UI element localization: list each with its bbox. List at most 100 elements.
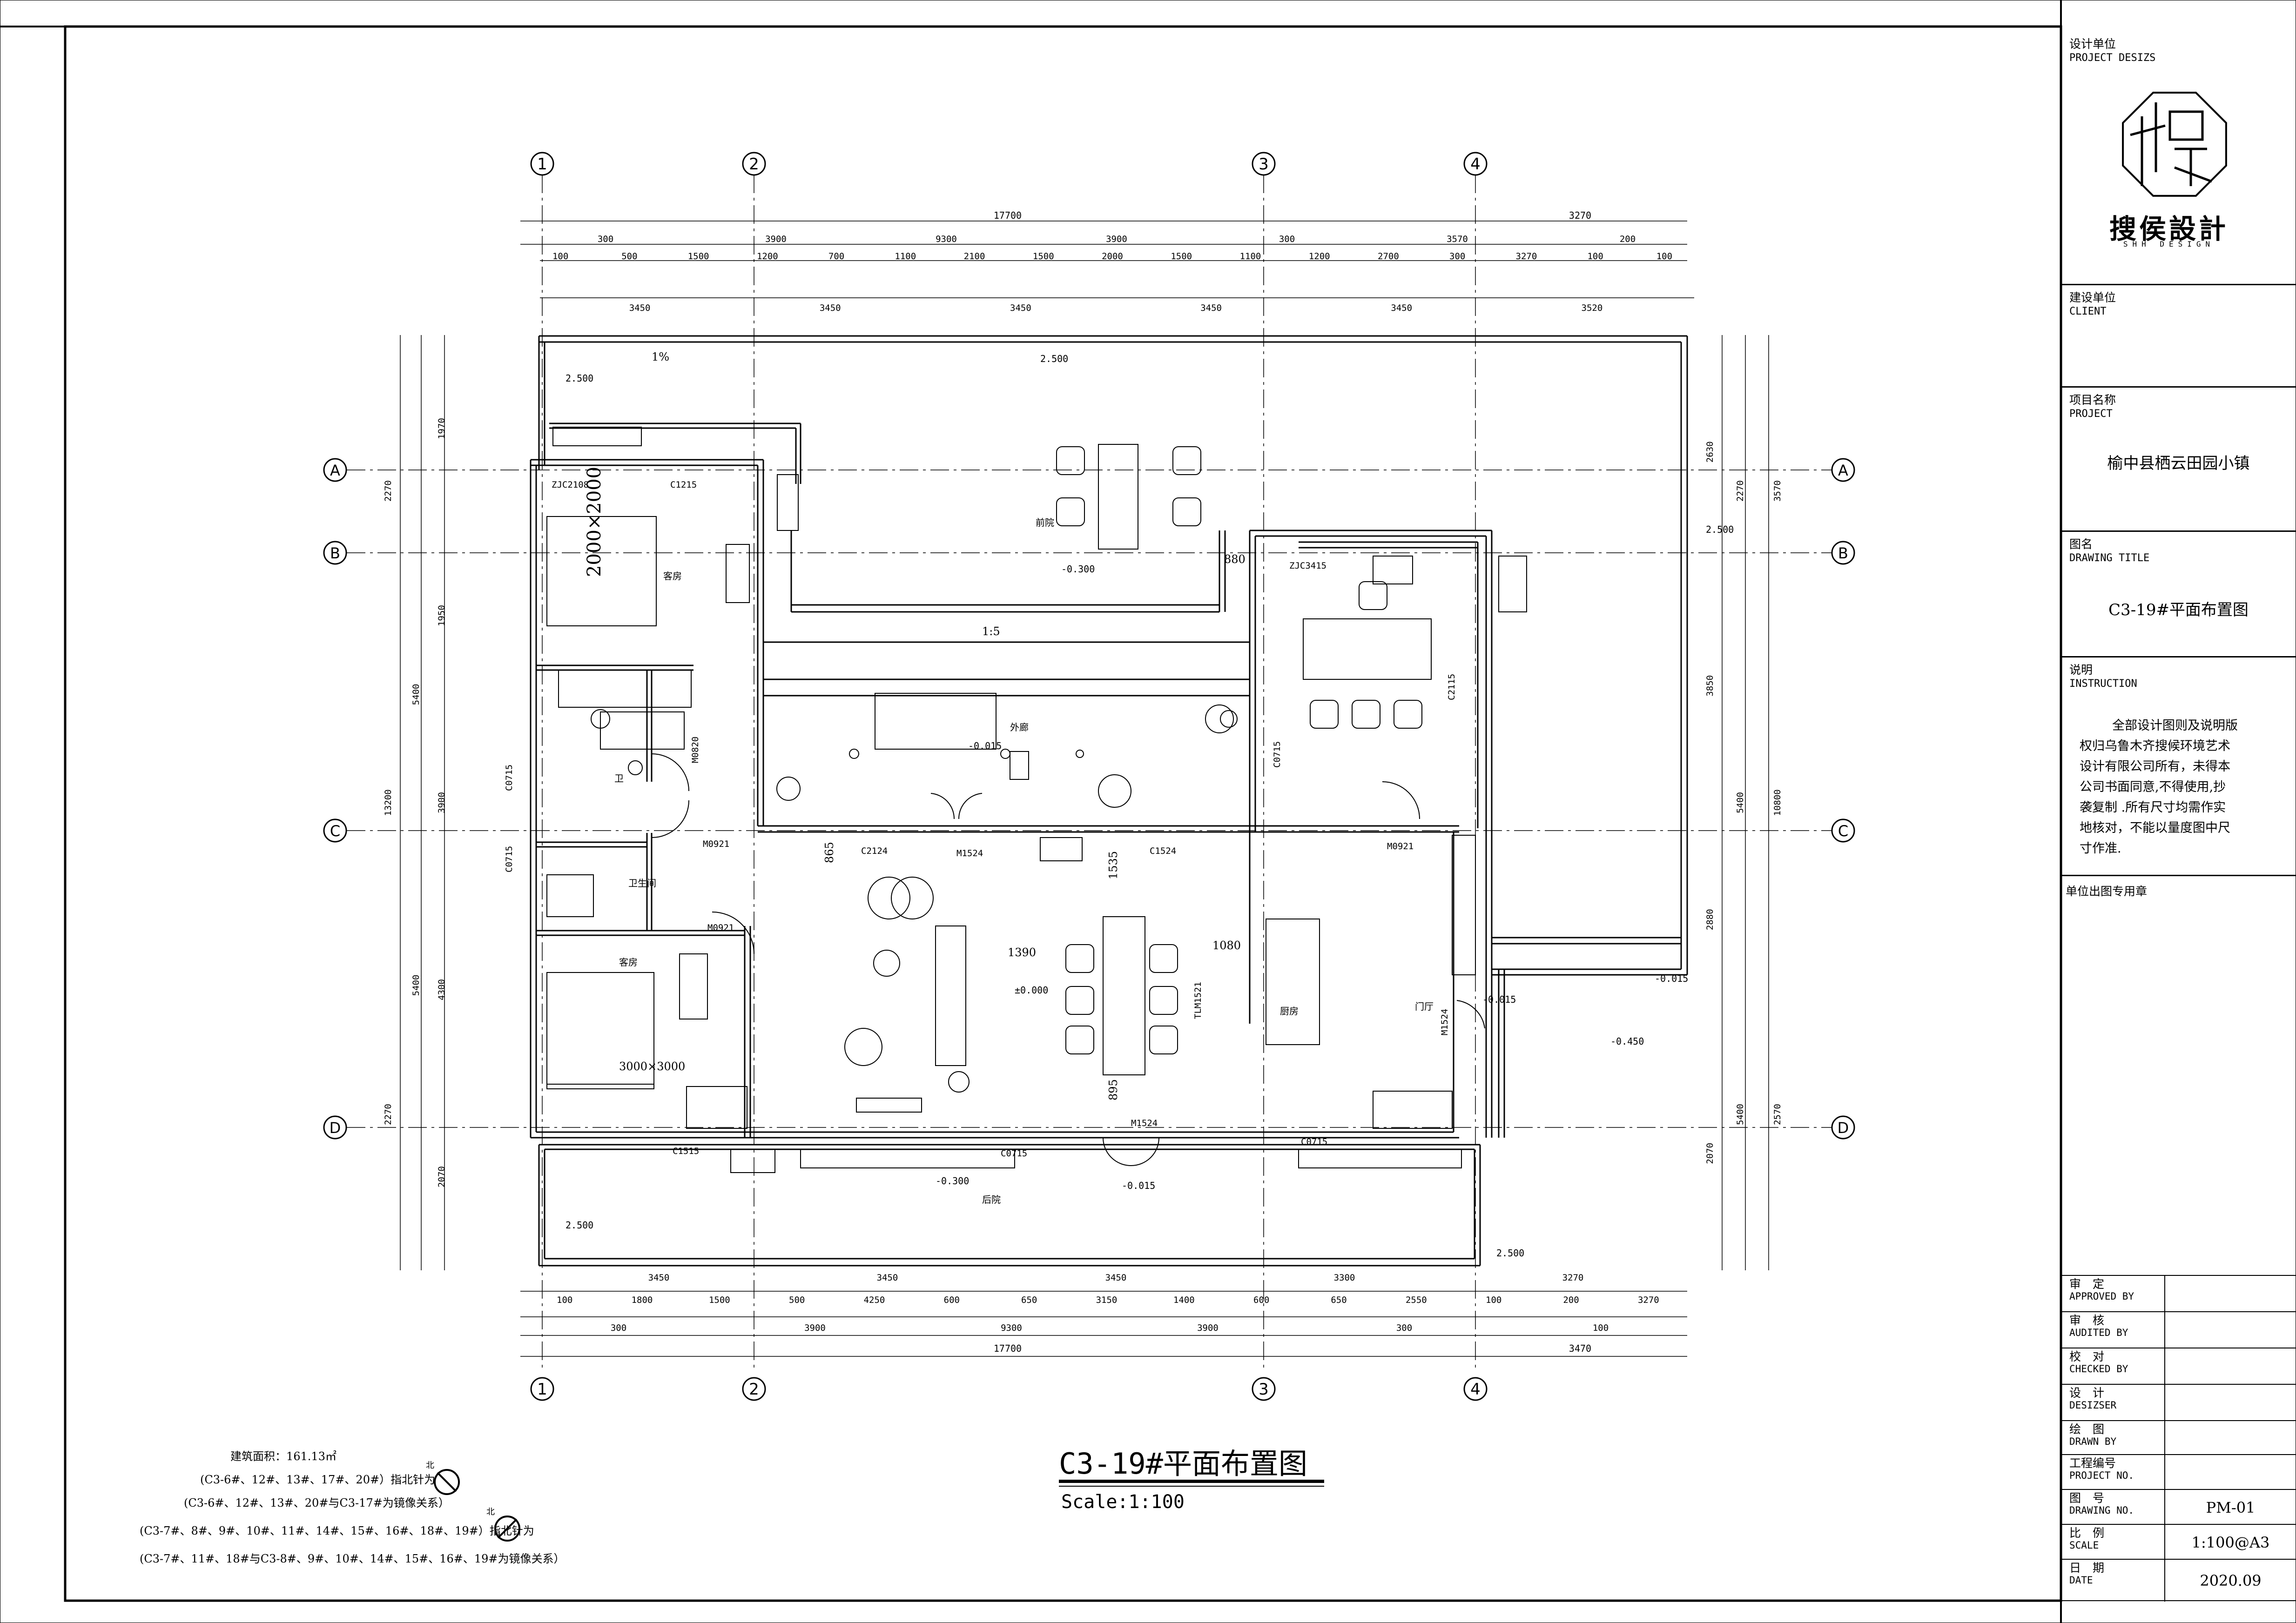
annotation: 1% — [652, 350, 669, 363]
project-cn: 项目名称 — [2069, 393, 2116, 407]
grid-bubble-col — [530, 1377, 554, 1401]
dim-left-inner: 1950 — [437, 605, 447, 626]
dim-right-mid: 2270 — [1735, 480, 1745, 502]
dim-top-row2: 300 — [598, 234, 613, 244]
dim-top-row2: 3900 — [1106, 234, 1127, 244]
fixture-circle — [849, 749, 859, 759]
dim-right-inner: 2880 — [1705, 909, 1715, 930]
note-line: (C3-7#、11#、18#与C3-8#、9#、10#、14#、15#、16#、… — [140, 1552, 565, 1565]
grid-label-row: A — [330, 462, 340, 479]
dim-top-row3: 1500 — [1171, 251, 1192, 262]
chair — [1359, 581, 1387, 610]
stamp-label: 单位出图专用章 — [2066, 885, 2148, 898]
row-value: 1:100@A3 — [2164, 1525, 2296, 1560]
elevation-label: ±0.000 — [1015, 985, 1048, 996]
furniture-block — [875, 693, 997, 750]
door-window-tag: C2115 — [1447, 674, 1457, 700]
dim-top-row3: 2000 — [1102, 251, 1123, 262]
fixture-circle — [776, 777, 801, 801]
room-label: 外廊 — [1010, 722, 1029, 733]
logo-text: 搜侯設計 — [2109, 213, 2229, 245]
dim-right-outer: 2570 — [1772, 1104, 1783, 1125]
grid-label-col: 2 — [749, 1380, 759, 1399]
chair — [1149, 944, 1178, 973]
dim-left-mid: 5400 — [411, 684, 421, 705]
door-swing — [651, 800, 689, 838]
door-window-tag: C0715 — [504, 765, 514, 791]
dim-top-row3: 1500 — [688, 251, 709, 262]
note-line: (C3-6#、12#、13#、17#、20#）指北针为 — [200, 1473, 436, 1486]
title-block-project: 项目名称 PROJECT 榆中县栖云田园小镇 — [2061, 386, 2296, 532]
scale-label: Scale:1:100 — [1061, 1491, 1185, 1513]
furniture-block — [1373, 1091, 1453, 1129]
room-label: 客房 — [619, 957, 638, 968]
furniture-block — [1098, 444, 1138, 550]
dim-right-mid: 5400 — [1735, 1104, 1745, 1125]
furniture-block — [1498, 556, 1527, 612]
row-label-en: AUDITED BY — [2069, 1327, 2128, 1338]
north-label: 北 — [486, 1507, 495, 1517]
dim-top-total: 17700 — [994, 210, 1022, 221]
instruction-text: 全部设计图则及说明版权归乌鲁木齐搜候环境艺术设计有限公司所有，未得本公司书面同意… — [2080, 716, 2287, 859]
dim-bottom-row2: 500 — [789, 1295, 805, 1305]
annotation: 880 — [1224, 553, 1246, 566]
room-label: 前院 — [1036, 517, 1054, 528]
annotation: 1535 — [1107, 851, 1120, 879]
grid-label-row: A — [1838, 462, 1848, 479]
door-window-tag: M0921 — [707, 923, 734, 933]
dim-top-row3: 3270 — [1516, 251, 1537, 262]
fixture-circle — [948, 1071, 970, 1093]
room-label: 厨房 — [1280, 1006, 1299, 1017]
door-window-tag: C0715 — [504, 846, 514, 872]
door-swing — [1103, 1137, 1131, 1166]
dim-bottom-row1: 3300 — [1334, 1273, 1355, 1283]
title-block-instruction: 说明 INSTRUCTION 全部设计图则及说明版权归乌鲁木齐搜候环境艺术设计有… — [2061, 656, 2296, 876]
dim-top-row3: 2700 — [1378, 251, 1399, 262]
dim-bottom-row2: 1800 — [632, 1295, 653, 1305]
chair — [1065, 944, 1094, 973]
row-label-en: SCALE — [2069, 1540, 2099, 1551]
dim-bottom-right-total: 3470 — [1569, 1343, 1591, 1354]
door-window-tag: C1215 — [670, 480, 697, 490]
title-block-stamp: 单位出图专用章 — [2061, 875, 2296, 1276]
elevation-label: -0.300 — [936, 1175, 969, 1187]
dim-bottom-row2: 100 — [557, 1295, 572, 1305]
grid-label-row: C — [1838, 822, 1848, 840]
fixture-circle — [873, 950, 900, 977]
room-label: 门厅 — [1415, 1001, 1434, 1012]
project-en: PROJECT — [2069, 408, 2113, 420]
door-window-tag: C0715 — [1001, 1148, 1027, 1159]
note-line: (C3-7#、8#、9#、10#、11#、14#、15#、16#、18#、19#… — [140, 1524, 534, 1537]
annotation: 895 — [1107, 1079, 1120, 1100]
row-value — [2164, 1312, 2296, 1348]
elevation-label: -0.300 — [1061, 563, 1095, 575]
fixture-circle — [1000, 749, 1010, 759]
north-arrow-needle — [437, 1472, 457, 1492]
chair — [1352, 700, 1380, 729]
dim-bottom-row2: 3270 — [1638, 1295, 1659, 1305]
bed — [546, 516, 657, 626]
grid-bubble-row — [323, 818, 347, 843]
row-label-cn: 比 例 — [2069, 1526, 2105, 1540]
door-swing — [1131, 1137, 1159, 1166]
dim-top-row3: 1500 — [1033, 251, 1054, 262]
chair — [1056, 446, 1085, 475]
row-label-en: DESIZSER — [2069, 1400, 2117, 1411]
annotation: 2000×2000 — [584, 467, 605, 577]
elevation-label: -0.015 — [968, 740, 1002, 751]
furniture-block — [856, 1098, 922, 1113]
room-label: 客房 — [663, 570, 682, 582]
dim-left-inner: 2070 — [437, 1166, 447, 1187]
dim-bottom-row3: 300 — [611, 1323, 626, 1333]
dim-top-row2: 300 — [1279, 234, 1295, 244]
door-window-tag: M0820 — [690, 737, 700, 763]
north-label: 北 — [426, 1461, 434, 1470]
door-window-tag: C2124 — [861, 846, 888, 856]
logo-glyph-icon — [2130, 102, 2212, 186]
north-arrow-needle — [497, 1518, 518, 1539]
